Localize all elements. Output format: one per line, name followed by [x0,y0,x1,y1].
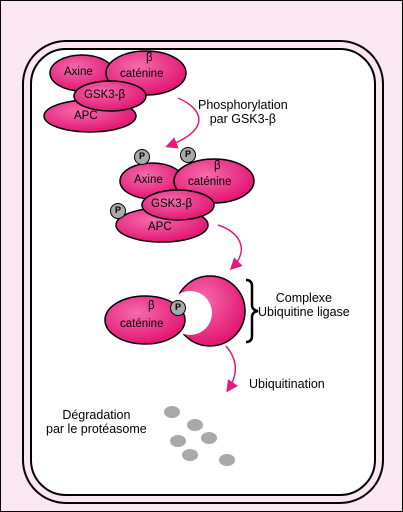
fragment [164,406,180,418]
ubiquitin-ligase-complex [104,275,246,347]
phosphate-label-bound: P [175,302,182,312]
label-catenine-2: caténine [188,176,232,188]
label-catenine-3: caténine [120,318,164,330]
proteasome-debris [164,406,235,466]
complexe-line1: Complexe [275,291,332,305]
arrow-ubiquitination [225,345,238,393]
label-gsk3b-2: GSK3-β [151,198,193,210]
label-beta: β [146,52,153,64]
degradation-line1: Dégradation [62,408,131,422]
label-axine: Axine [64,66,93,78]
complexe-label: Complexe Ubiquitine ligase [258,291,350,320]
gsk3b-protein [73,80,147,112]
phosphate-bound [170,300,186,316]
phosphorylation-label: Phosphorylation par GSK3-β [198,98,288,127]
label-axine-2: Axine [134,174,163,186]
complexe-line2: Ubiquitine ligase [258,305,350,320]
phosphorylation-line1: Phosphorylation [198,98,288,112]
gsk3b-protein-2 [141,189,215,221]
degradation-line2: par le protéasome [46,422,147,437]
degradation-label: Dégradation par le protéasome [46,408,147,437]
fragment [219,454,235,466]
arrow-phosphorylation [165,97,200,149]
label-apc: APC [74,110,98,122]
complex-1 [43,50,187,133]
label-catenine: caténine [120,68,164,80]
label-apc-2: APC [148,221,172,233]
phosphorylation-line2: par GSK3-β [209,112,276,127]
phosphate-label-2: P [185,149,192,159]
fragment [182,449,198,461]
beta-catenine-bound [104,295,186,345]
label-beta-2: β [214,160,221,172]
phosphate-3 [110,203,126,219]
complex-2 [110,147,255,243]
label-gsk3b: GSK3-β [84,89,126,101]
fragment [170,435,186,447]
phosphate-1 [134,149,150,165]
phosphate-label-3: P [115,205,122,215]
arrow-to-ligase [217,224,243,271]
ligase-bracket [245,278,259,344]
ubiquitination-label: Ubiquitination [249,377,325,391]
label-beta-3: β [148,300,155,312]
fragment [201,432,217,444]
phosphate-label-1: P [139,151,146,161]
fragment [187,419,203,431]
phosphate-2 [180,147,196,163]
